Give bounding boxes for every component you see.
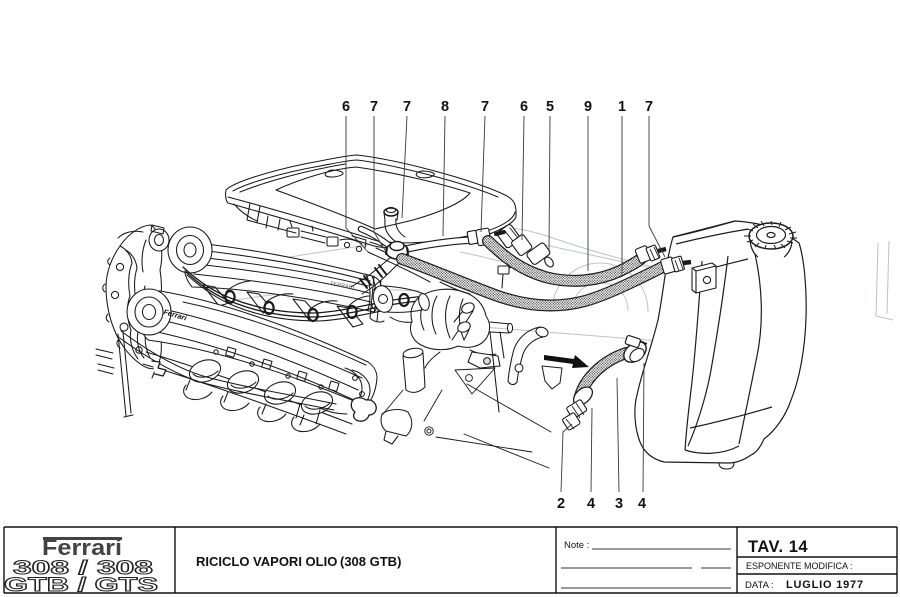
svg-text:DATA :: DATA :: [745, 580, 774, 591]
svg-text:308 / 308: 308 / 308: [13, 558, 153, 579]
svg-text:TAV. 14: TAV. 14: [748, 538, 808, 556]
svg-text:8: 8: [441, 99, 449, 115]
svg-text:5: 5: [546, 99, 554, 115]
svg-text:GTB / GTS: GTB / GTS: [4, 575, 158, 596]
svg-text:7: 7: [481, 99, 489, 115]
svg-text:9: 9: [584, 99, 592, 115]
svg-text:4: 4: [587, 496, 595, 512]
svg-text:6: 6: [520, 99, 528, 115]
svg-text:7: 7: [403, 99, 411, 115]
svg-text:3: 3: [615, 496, 623, 512]
svg-text:LUGLIO 1977: LUGLIO 1977: [786, 579, 864, 591]
svg-text:2: 2: [557, 496, 565, 512]
svg-text:(308 GTB): (308 GTB): [340, 554, 401, 569]
svg-text:1: 1: [618, 99, 626, 115]
svg-text:6: 6: [342, 99, 350, 115]
svg-text:FERRARI: FERRARI: [330, 281, 355, 291]
svg-text:4: 4: [638, 496, 646, 512]
svg-text:7: 7: [370, 99, 378, 115]
svg-text:ESPONENTE MODIFICA :: ESPONENTE MODIFICA :: [746, 561, 853, 571]
svg-text:RICICLO VAPORI OLIO: RICICLO VAPORI OLIO: [196, 554, 337, 569]
svg-text:Note :: Note :: [564, 540, 589, 551]
svg-text:7: 7: [645, 99, 653, 115]
